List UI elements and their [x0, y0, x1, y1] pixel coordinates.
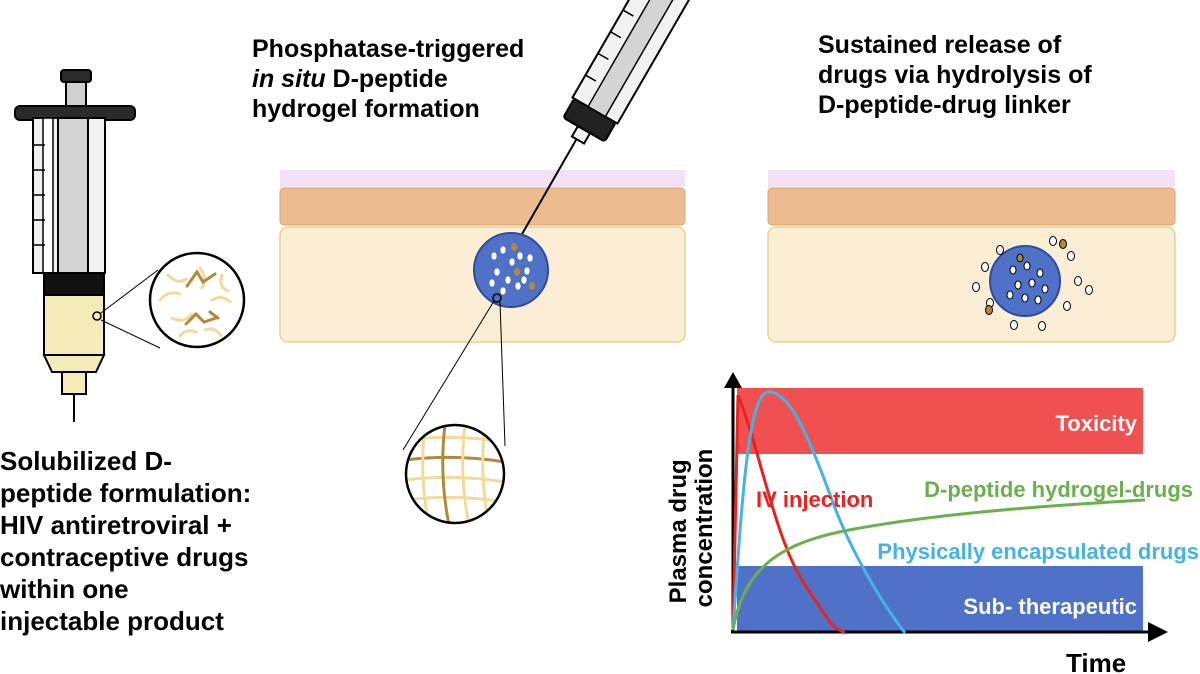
formulation-caption-line: contraceptive drugs	[0, 542, 249, 572]
hydrogel-drugs-curve	[731, 498, 1146, 631]
formulation-caption-line: injectable product	[0, 606, 224, 636]
formulation-caption-line: HIV antiretroviral +	[0, 510, 232, 540]
hydrogel-depot-icon	[402, 232, 549, 451]
encapsulated-drugs-label: Physically encapsulated drugs	[877, 539, 1199, 564]
x-axis-label: Time	[1066, 648, 1126, 674]
toxicity-label: Toxicity	[1055, 411, 1137, 436]
solubilized-fiber-zoom-icon	[148, 251, 246, 349]
y-axis-label-line1: Plasma drug	[665, 459, 692, 603]
formulation-caption-line: peptide formulation:	[0, 478, 252, 508]
formation-heading-line: in situ D-peptide	[252, 64, 524, 94]
formation-heading: Phosphatase-triggered in situ D-peptide …	[252, 34, 524, 124]
release-heading: Sustained release of drugs via hydrolysi…	[818, 30, 1092, 120]
formation-heading-line: Phosphatase-triggered	[252, 35, 525, 63]
formation-heading-italic: in situ	[252, 65, 326, 93]
y-axis-label-line2: concentration	[691, 449, 718, 608]
y-axis-label: Plasma drug concentration	[665, 449, 718, 608]
skin-layers-right	[767, 170, 1176, 343]
release-heading-line: Sustained release of	[818, 31, 1062, 59]
syringe-left-icon	[14, 69, 161, 422]
subtherapeutic-label: Sub- therapeutic	[963, 594, 1137, 619]
iv-injection-label: IV injection	[756, 487, 873, 512]
formation-heading-line: hydrogel formation	[252, 95, 480, 123]
iv-injection-curve	[731, 394, 846, 635]
toxicity-band	[737, 388, 1143, 454]
hydrogel-network-zoom-icon	[404, 423, 506, 525]
formulation-caption: Solubilized D- peptide formulation: HIV …	[0, 445, 251, 637]
release-heading-line: D-peptide-drug linker	[818, 91, 1071, 119]
subtherapeutic-band	[737, 566, 1143, 632]
encapsulated-drugs-curve	[731, 390, 907, 634]
releasing-depot-icon	[972, 236, 1093, 331]
formation-heading-rest: D-peptide	[325, 65, 448, 93]
formulation-caption-line: within one	[0, 574, 129, 604]
syringe-injecting-icon	[505, 0, 692, 263]
concentration-chart: Toxicity Sub- therapeutic IV injection D…	[665, 372, 1199, 674]
release-heading-line: drugs via hydrolysis of	[818, 61, 1092, 89]
formulation-caption-line: Solubilized D-	[0, 446, 172, 476]
hydrogel-drugs-label: D-peptide hydrogel-drugs	[924, 477, 1193, 502]
